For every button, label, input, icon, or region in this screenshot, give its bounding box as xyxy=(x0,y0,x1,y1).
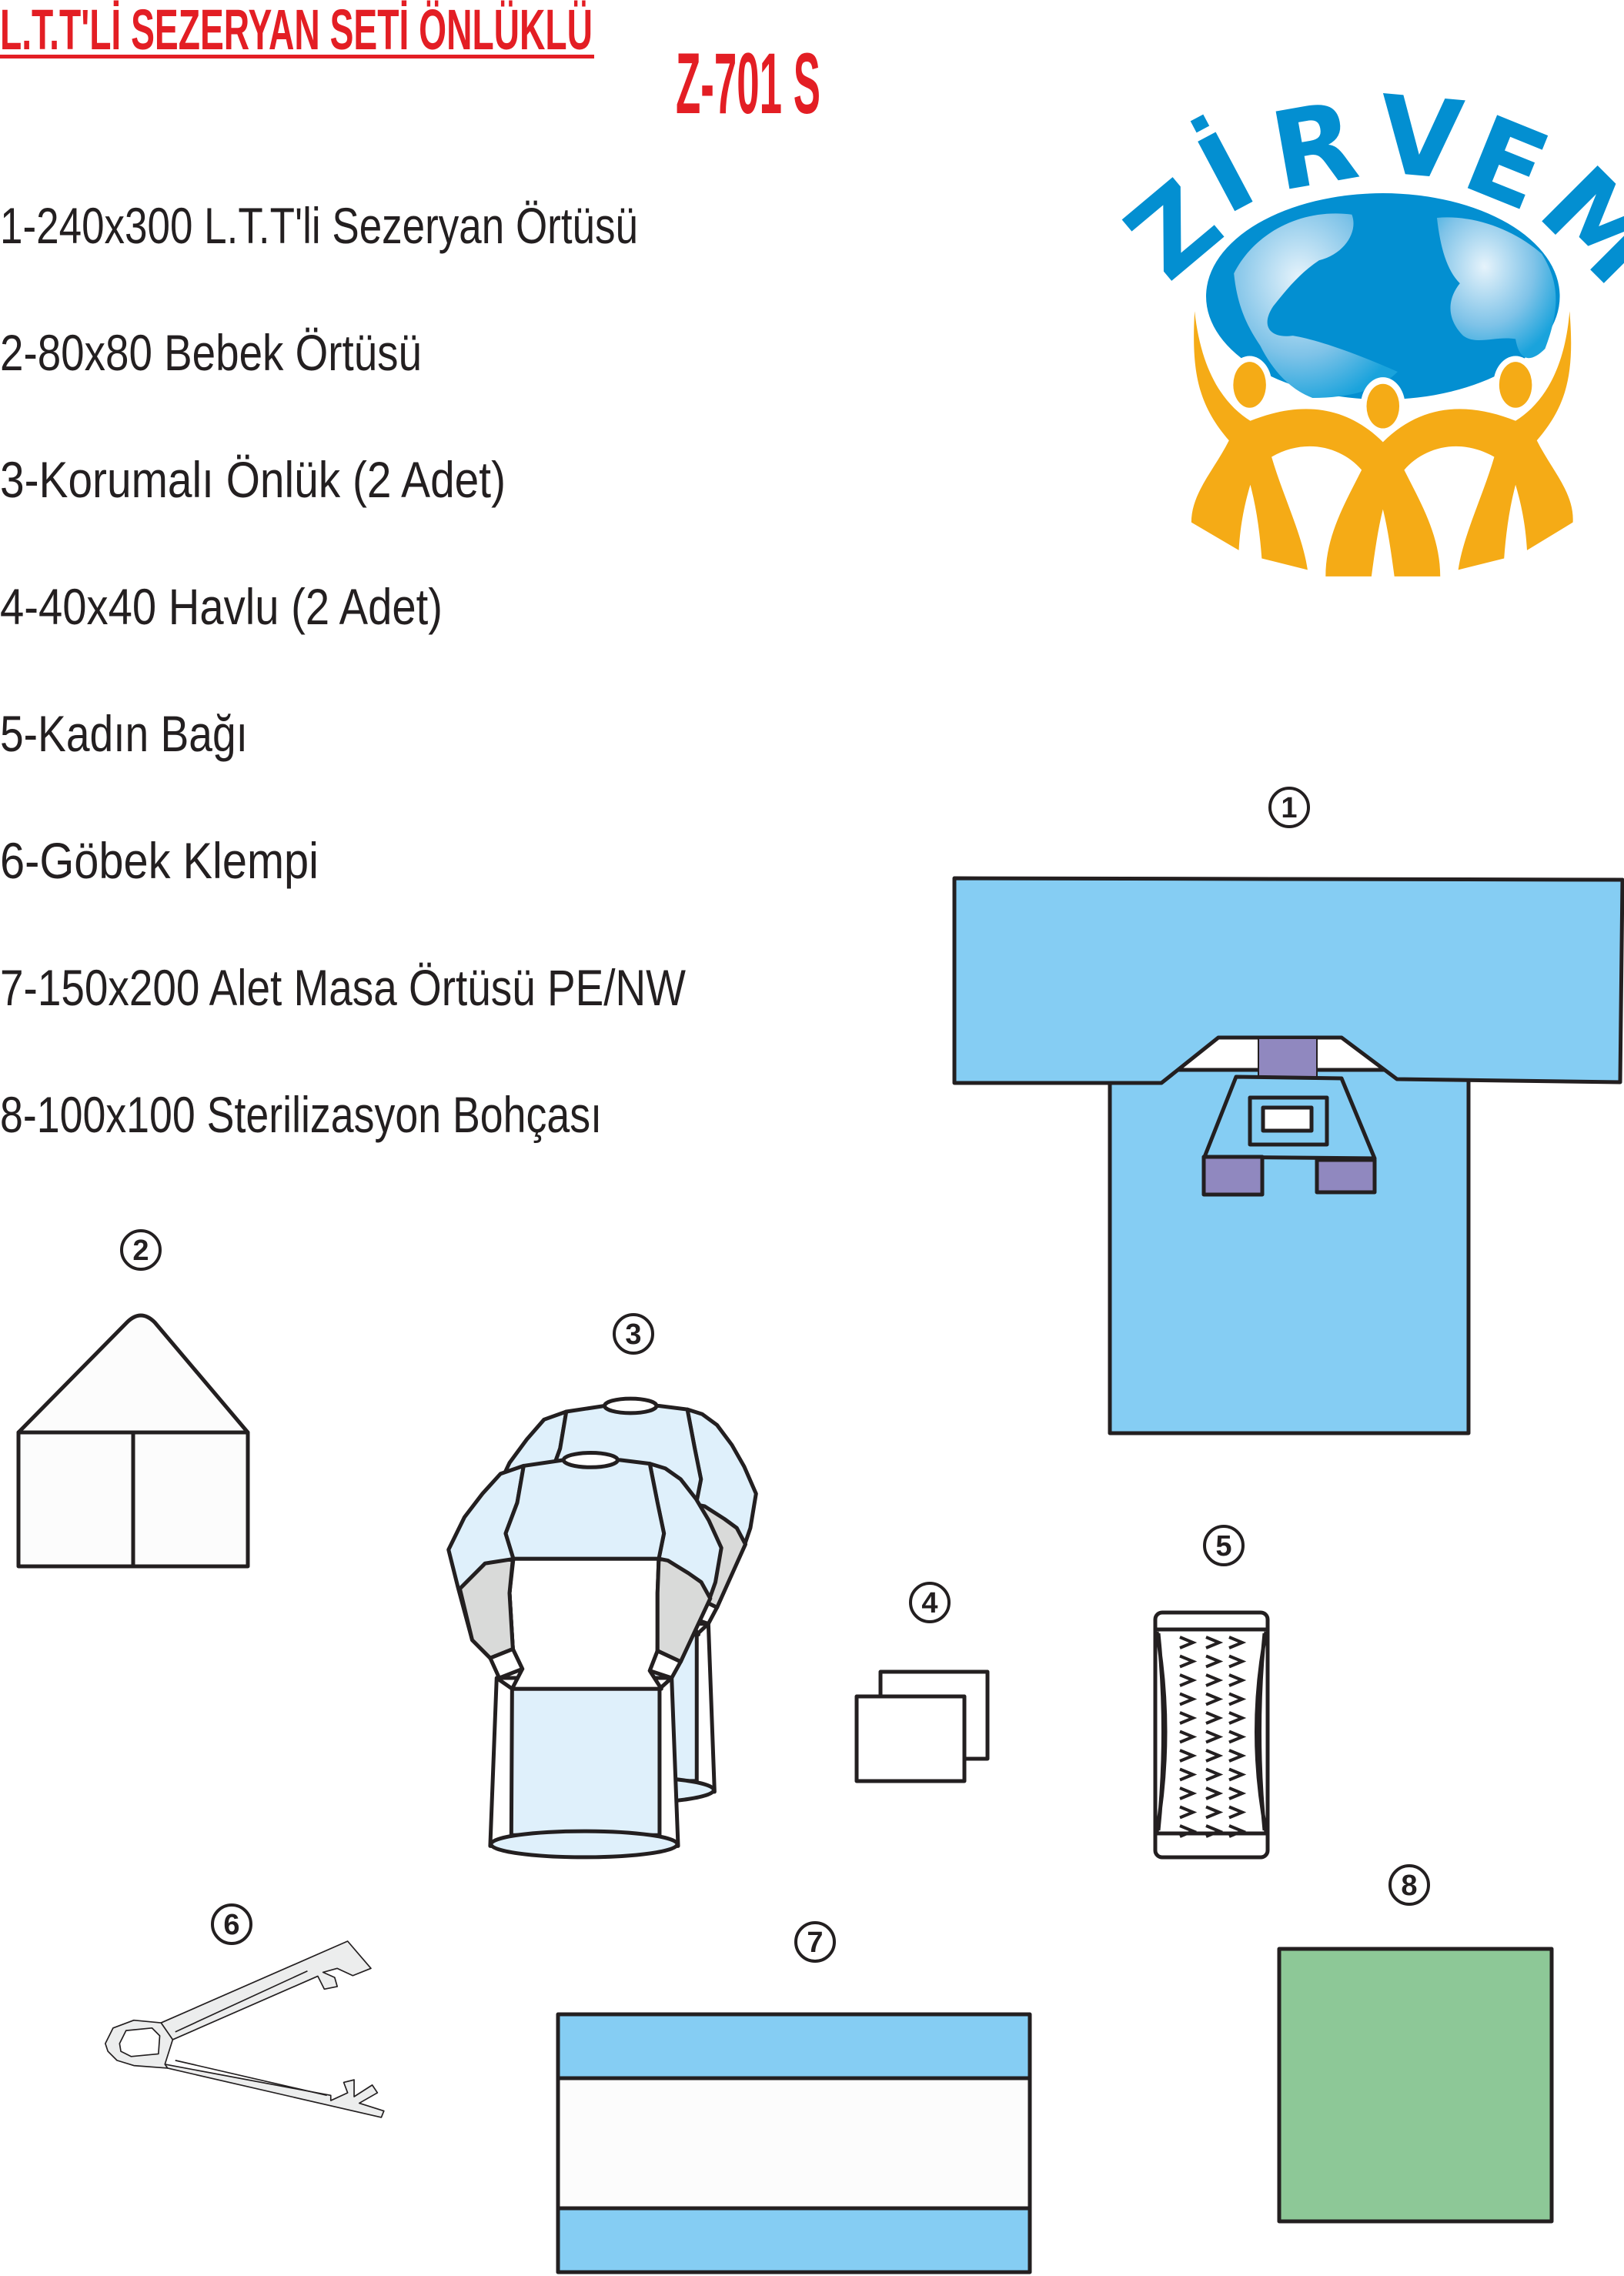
globe-africa-europe xyxy=(1436,217,1556,359)
list-item: 7-150x200 Alet Masa Örtüsü PE/NW xyxy=(0,959,687,1016)
chevron-mark xyxy=(1205,1805,1224,1820)
number-badge-label: 4 xyxy=(921,1587,937,1619)
pad-edge xyxy=(1155,1631,1168,1833)
pad-pattern xyxy=(1179,1636,1247,1838)
chevron-mark xyxy=(1179,1673,1198,1687)
list-item: 2-80x80 Bebek Örtüsü xyxy=(0,324,422,381)
chevron-mark xyxy=(1179,1730,1198,1744)
chevron-mark xyxy=(1205,1749,1224,1763)
chevron-mark xyxy=(1228,1786,1247,1800)
person-head xyxy=(1366,383,1400,429)
chevron-mark xyxy=(1228,1730,1247,1744)
number-badge xyxy=(120,1229,162,1271)
number-badge xyxy=(1268,787,1310,828)
chevron-mark xyxy=(1228,1824,1247,1838)
chevron-mark xyxy=(1179,1767,1198,1782)
person-head xyxy=(1499,362,1532,408)
number-badge xyxy=(1203,1525,1245,1566)
chevron-mark xyxy=(1228,1673,1247,1687)
number-badge xyxy=(909,1582,951,1623)
people-figures xyxy=(1191,311,1573,577)
chevron-mark xyxy=(1205,1824,1224,1838)
list-item: 4-40x40 Havlu (2 Adet) xyxy=(0,578,443,635)
list-item: 5-Kadın Bağı xyxy=(0,705,248,762)
chevron-mark xyxy=(1179,1654,1198,1669)
adhesive-patch xyxy=(1201,1155,1265,1197)
list-item: 6-Göbek Klempi xyxy=(0,832,319,889)
chevron-mark xyxy=(1179,1786,1198,1800)
model-code: Z-701 S xyxy=(676,35,820,132)
chevron-mark xyxy=(1179,1711,1198,1725)
chevron-mark xyxy=(1205,1767,1224,1782)
chevron-mark xyxy=(1205,1673,1224,1687)
chevron-mark xyxy=(1179,1824,1198,1838)
item-1-cesarean-drape: 1 xyxy=(952,787,1624,1435)
number-badge xyxy=(613,1313,654,1355)
chevron-mark xyxy=(1228,1767,1247,1782)
chevron-mark xyxy=(1228,1805,1247,1820)
logo-letter: V xyxy=(1373,72,1467,205)
pad-edge xyxy=(1255,1631,1268,1833)
chevron-mark xyxy=(1205,1654,1224,1669)
number-badge-label: 5 xyxy=(1215,1530,1231,1562)
drape-top xyxy=(952,876,1624,1085)
page-title: L.T.T'Lİ SEZERYAN SETİ ÖNLÜKLÜ xyxy=(0,0,593,62)
number-badge-label: 3 xyxy=(625,1318,641,1351)
wrap-sheet xyxy=(1277,1947,1554,2224)
item-6-umbilical-clamp: 6 xyxy=(104,1903,385,2118)
chevron-mark xyxy=(1228,1749,1247,1763)
chevron-mark xyxy=(1205,1711,1224,1725)
incise-frame xyxy=(1248,1095,1329,1147)
number-badge-label: 2 xyxy=(132,1235,149,1267)
number-badge xyxy=(794,1921,836,1963)
item-5-sanitary-pad: 5 xyxy=(1153,1525,1270,1860)
chevron-mark xyxy=(1228,1692,1247,1706)
chevron-mark xyxy=(1205,1636,1224,1649)
towel xyxy=(854,1694,967,1783)
number-badge xyxy=(1388,1864,1430,1906)
cover-center xyxy=(556,2076,1032,2211)
chevron-mark xyxy=(1228,1636,1247,1649)
item-list: 1-240x300 L.T.T'li Sezeryan Örtüsü 2-80x… xyxy=(0,197,687,1143)
fenestration-window xyxy=(1261,1105,1314,1133)
cover-stripe-bottom xyxy=(556,2206,1032,2274)
chevron-mark xyxy=(1205,1730,1224,1744)
chevron-mark xyxy=(1179,1805,1198,1820)
number-badge-label: 7 xyxy=(807,1927,823,1959)
number-badge-label: 1 xyxy=(1281,792,1297,824)
item-2-baby-drape: 2 xyxy=(16,1229,250,1569)
globe-americas xyxy=(1234,213,1398,398)
chevron-mark xyxy=(1205,1692,1224,1706)
item-7-table-cover: 7 xyxy=(556,1921,1032,2274)
clamp-icon xyxy=(104,1940,385,2118)
chevron-mark xyxy=(1228,1711,1247,1725)
list-item: 3-Korumalı Önlük (2 Adet) xyxy=(0,451,506,508)
cover-stripe-top xyxy=(556,2012,1032,2080)
drape-flap xyxy=(16,1313,250,1435)
number-badge-label: 6 xyxy=(223,1909,239,1941)
item-4-towels: 4 xyxy=(854,1582,990,1783)
list-item: 8-100x100 Sterilizasyon Bohçası xyxy=(0,1086,602,1143)
item-3-gowns: 3 xyxy=(447,1313,757,1859)
title-underline xyxy=(0,55,594,58)
number-badge-label: 8 xyxy=(1401,1870,1417,1902)
chevron-mark xyxy=(1179,1749,1198,1763)
logo-letter: R xyxy=(1262,79,1366,216)
chevron-mark xyxy=(1228,1654,1247,1669)
chevron-mark xyxy=(1205,1786,1224,1800)
number-badge xyxy=(211,1903,252,1945)
adhesive-patch xyxy=(1315,1158,1377,1195)
chevron-mark xyxy=(1179,1636,1198,1649)
list-item: 1-240x300 L.T.T'li Sezeryan Örtüsü xyxy=(0,197,638,254)
adhesive-patch xyxy=(1258,1038,1318,1078)
item-8-sterilization-wrap: 8 xyxy=(1277,1864,1554,2224)
chevron-mark xyxy=(1179,1692,1198,1706)
person-head xyxy=(1233,362,1266,408)
